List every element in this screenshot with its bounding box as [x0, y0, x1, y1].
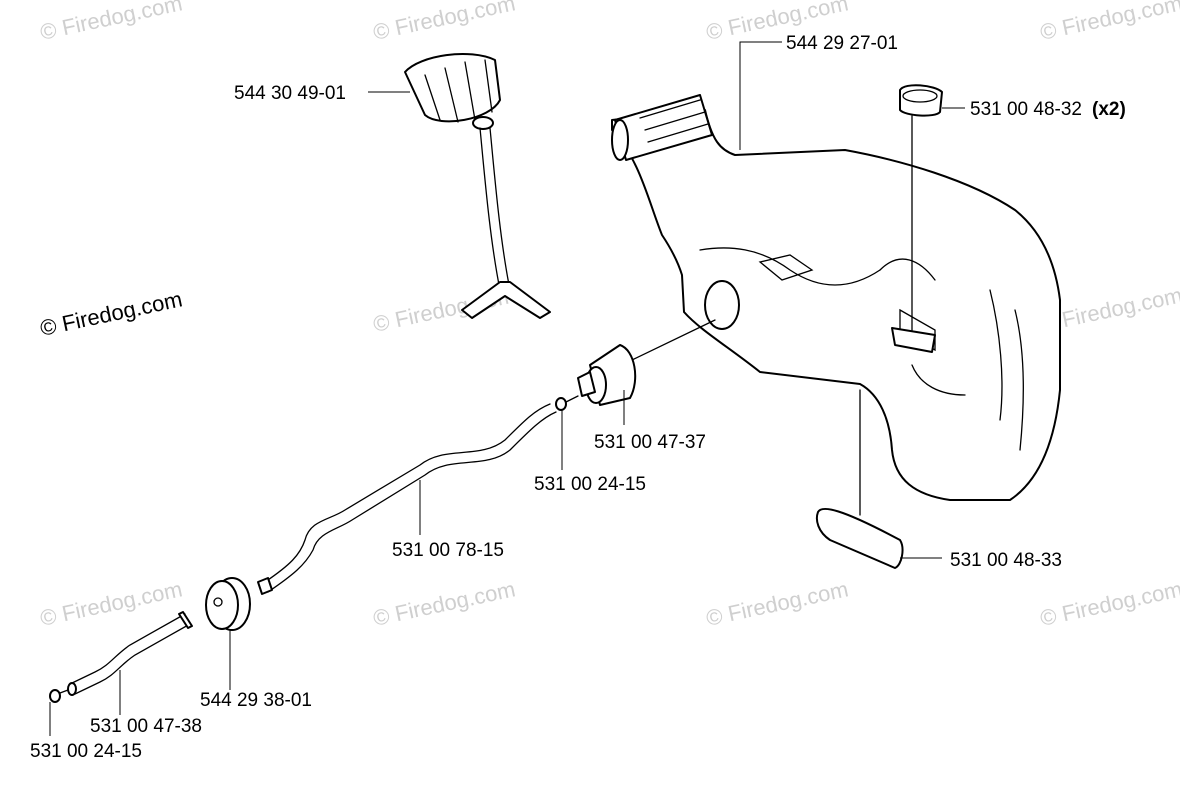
watermark: © Firedog.com: [371, 0, 518, 45]
part-label-grommet: 544 29 38-01: [200, 690, 312, 711]
leader-tank: [739, 41, 782, 150]
part-label-mount-bottom: 531 00 48-33: [950, 550, 1062, 571]
part-labels: 544 29 27-01 544 30 49-01 531 00 48-32 (…: [30, 33, 1126, 762]
tank-mount-top-drawing: [891, 84, 943, 353]
tank-cap-drawing: [404, 53, 551, 319]
watermark-primary: © Firedog.com: [38, 286, 185, 341]
suction-pipe-drawing: [67, 611, 193, 696]
part-label-pipe: 531 00 47-38: [90, 716, 202, 737]
clip-upper-drawing: [555, 395, 579, 411]
part-label-filter: 531 00 47-37: [594, 432, 706, 453]
watermark: © Firedog.com: [38, 576, 185, 631]
part-label-clip-lower: 531 00 24-15: [30, 741, 142, 762]
part-label-clip-upper: 531 00 24-15: [534, 474, 646, 495]
watermark: © Firedog.com: [38, 0, 185, 45]
grommet-drawing: [205, 577, 251, 631]
part-label-hose: 531 00 78-15: [392, 540, 504, 561]
part-label-tank: 544 29 27-01: [786, 33, 898, 54]
tank-mount-bottom-drawing: [815, 389, 904, 569]
part-label-mount-top: 531 00 48-32 (x2): [970, 99, 1126, 120]
oil-filter-drawing: [577, 319, 716, 406]
watermark: © Firedog.com: [1038, 0, 1180, 45]
leader-lines: [49, 41, 965, 736]
watermark: © Firedog.com: [704, 576, 851, 631]
oil-hose-drawing: [257, 403, 557, 595]
part-label-cap: 544 30 49-01: [234, 83, 346, 104]
part-number: 531 00 48-32: [970, 99, 1082, 120]
clip-lower-drawing: [49, 689, 69, 703]
oil-tank-drawing: [611, 94, 1061, 501]
quantity-qualifier: (x2): [1092, 99, 1126, 120]
watermark: © Firedog.com: [1038, 576, 1180, 631]
watermark: © Firedog.com: [371, 576, 518, 631]
